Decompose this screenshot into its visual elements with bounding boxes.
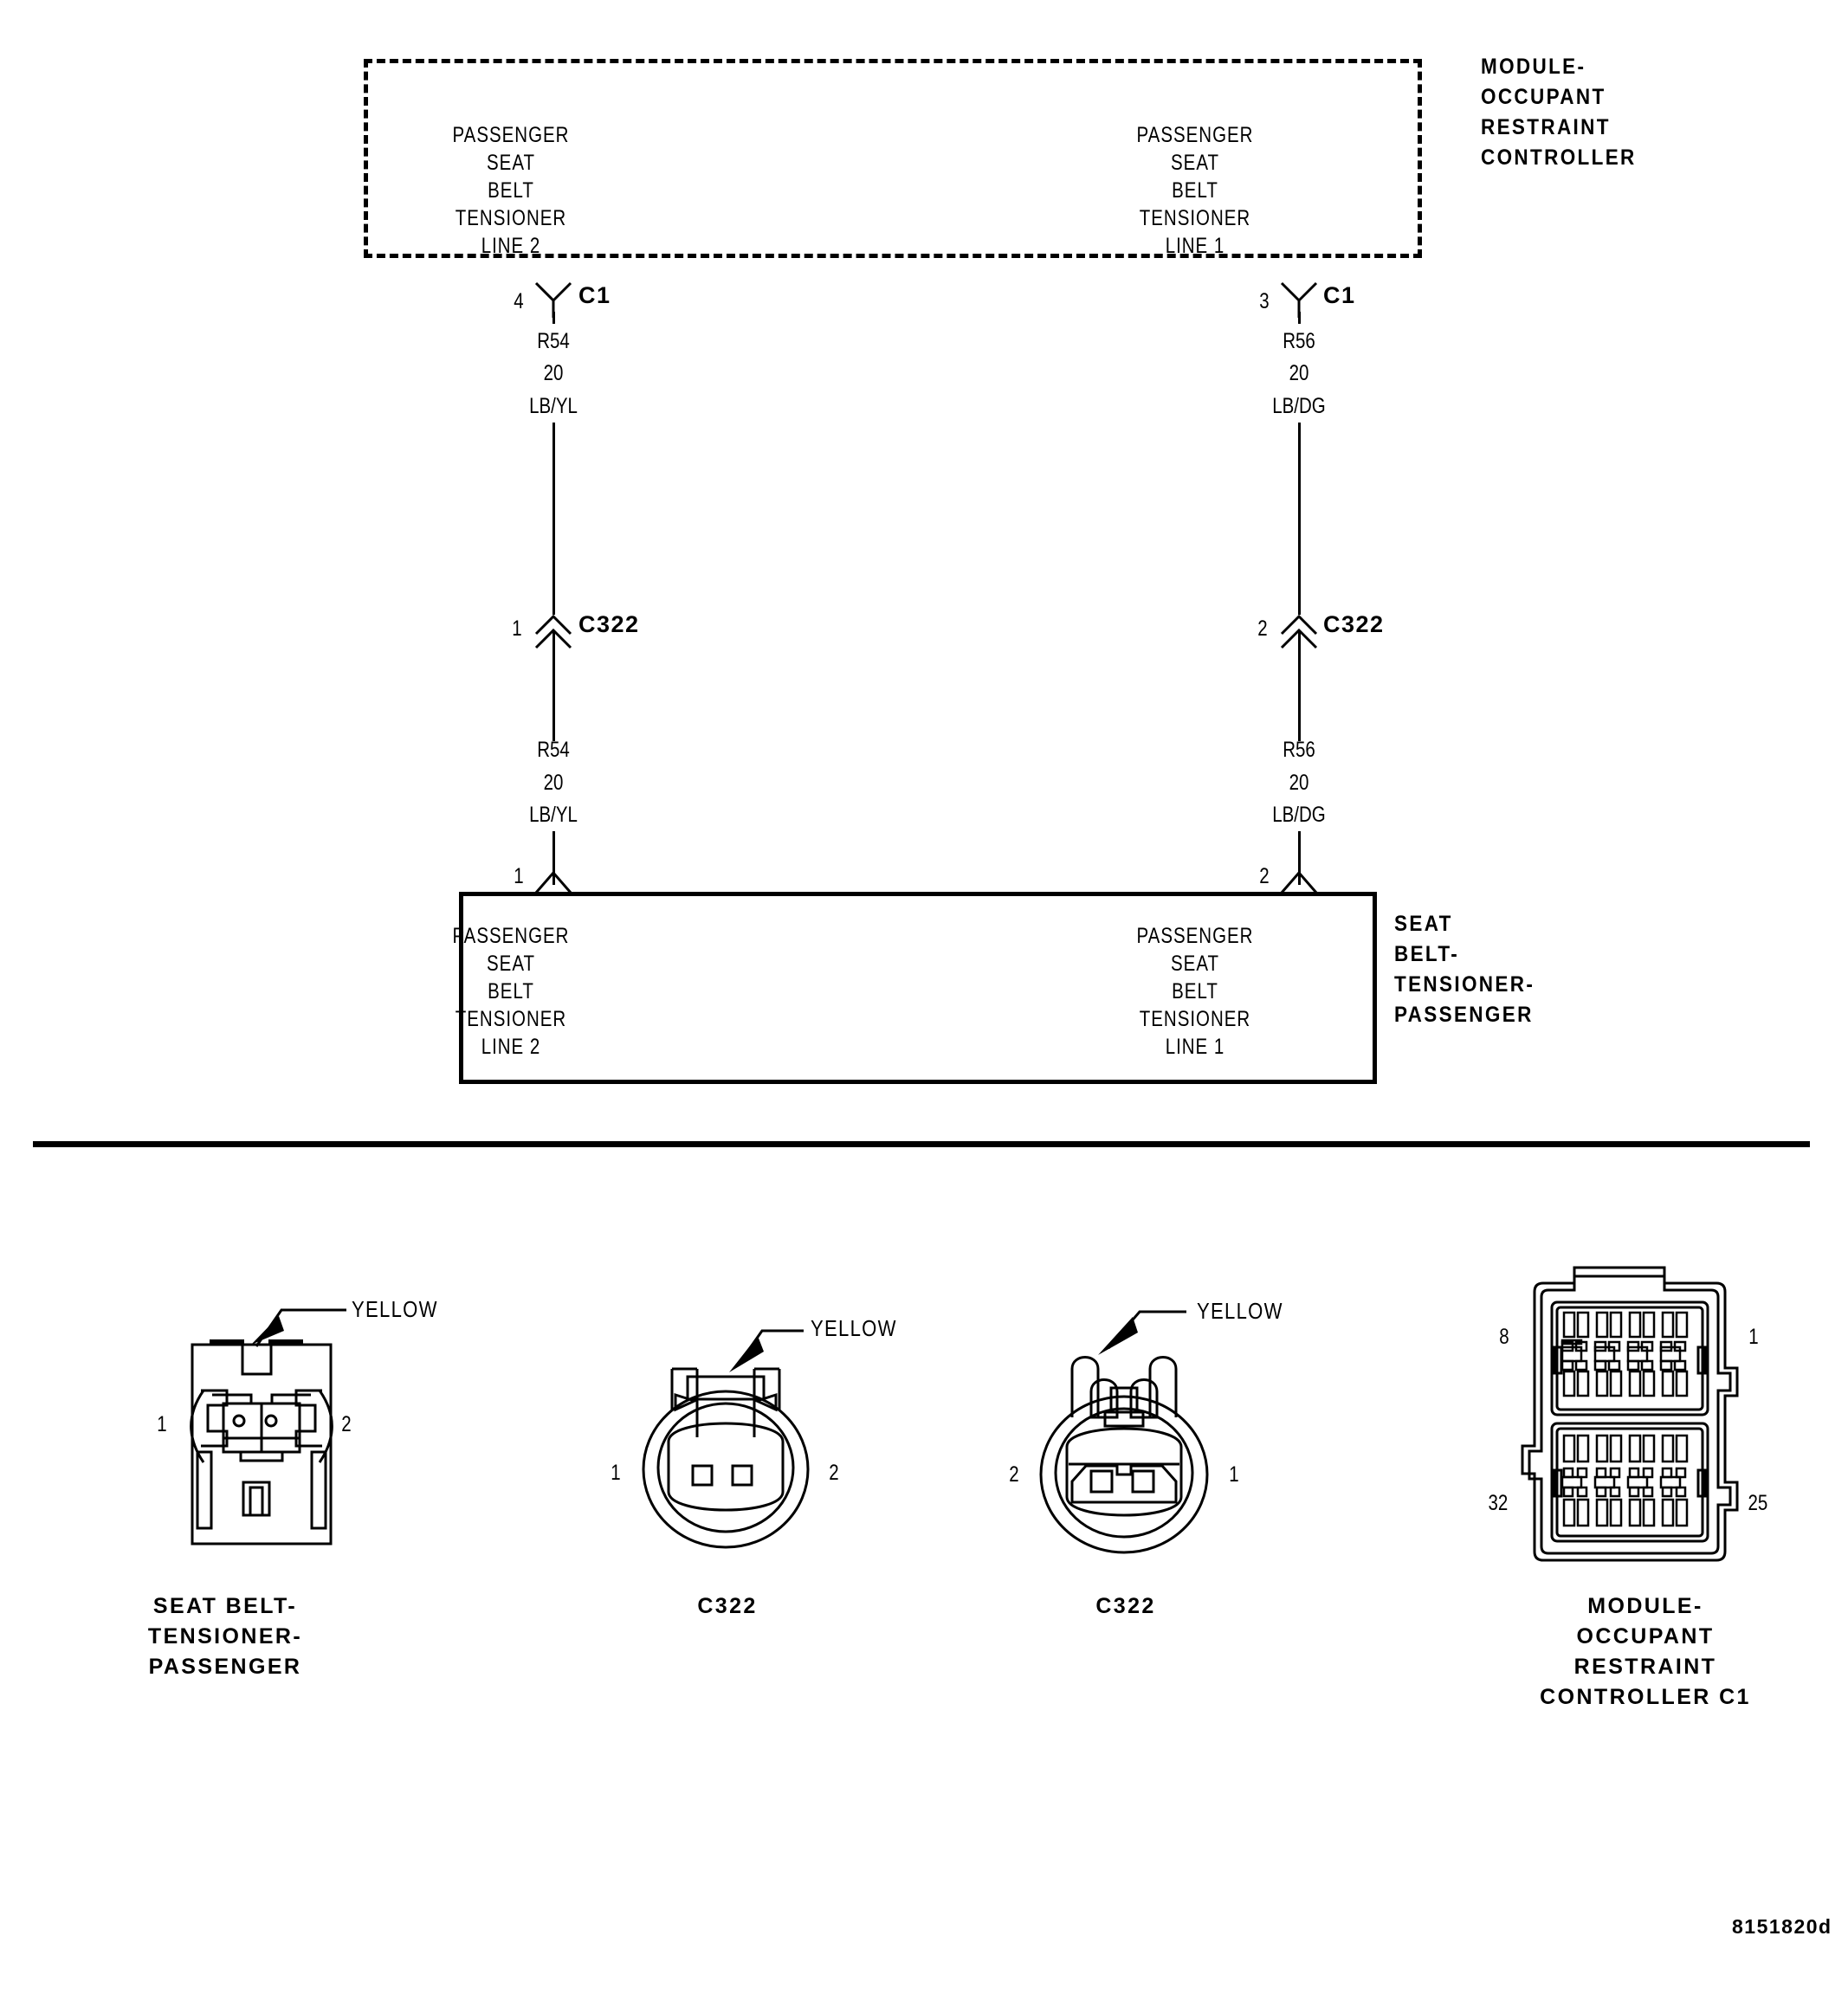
module-c1-bottom-left-pin: 32 xyxy=(1488,1491,1509,1515)
module-left-connector-symbol xyxy=(534,281,572,318)
inline-left-pin-number: 1 xyxy=(512,616,522,641)
wire-right-lower-gauge: 20 xyxy=(1289,771,1309,795)
module-c1-drawing xyxy=(1521,1266,1739,1562)
section-divider xyxy=(33,1141,1810,1147)
wire-right-upper-color: LB/DG xyxy=(1272,394,1326,418)
wire-left-lower-circuit: R54 xyxy=(537,738,570,762)
connector-view-module-c1: 8 1 32 25 xyxy=(1472,1264,1819,1589)
connector-3-left-pin: 2 xyxy=(1009,1462,1019,1487)
inline-left-connector-name: C322 xyxy=(578,611,640,637)
device-left-connector-symbol xyxy=(534,870,572,894)
connector-view-c322-male: YELLOW 1 2 xyxy=(598,1286,944,1602)
module-c1-top-right-pin: 1 xyxy=(1748,1325,1759,1349)
device-right-pin-number: 2 xyxy=(1259,864,1270,888)
yellow-callout-label-2: YELLOW xyxy=(811,1315,897,1341)
device-left-pin-number: 1 xyxy=(514,864,524,888)
wire-right-lower-circuit: R56 xyxy=(1283,738,1315,762)
wire-left-upper-circuit: R54 xyxy=(537,329,570,353)
inline-right-connector-name: C322 xyxy=(1323,611,1385,637)
seat-belt-tensioner-passenger-drawing xyxy=(190,1308,346,1546)
wire-right-segment-lower-top xyxy=(1298,630,1301,741)
wire-left-lower-gauge: 20 xyxy=(543,771,564,795)
wire-left-segment-lower-top xyxy=(552,630,555,741)
wire-right-upper-circuit: R56 xyxy=(1283,329,1315,353)
wire-left-upper-gauge: 20 xyxy=(543,361,564,385)
module-right-terminal-label: PASSENGER SEAT BELT TENSIONER LINE 1 xyxy=(1136,123,1254,258)
device-right-connector-symbol xyxy=(1280,870,1318,894)
wire-right-segment-bottom xyxy=(1298,831,1301,885)
module-right-connector-name: C1 xyxy=(1323,282,1356,308)
module-left-pin-number: 4 xyxy=(514,289,524,313)
device-right-terminal-label: PASSENGER SEAT BELT TENSIONER LINE 1 xyxy=(1136,924,1254,1059)
wire-right-upper-gauge: 20 xyxy=(1289,361,1309,385)
connector-2-caption: C322 xyxy=(697,1594,758,1618)
module-left-terminal-label: PASSENGER SEAT BELT TENSIONER LINE 2 xyxy=(452,123,570,258)
wire-right-lower-color: LB/DG xyxy=(1272,803,1326,827)
module-title: MODULE- OCCUPANT RESTRAINT CONTROLLER xyxy=(1481,55,1637,170)
connector-1-right-pin: 2 xyxy=(341,1412,352,1436)
connector-view-c322-female: YELLOW 2 1 xyxy=(996,1286,1342,1602)
c322-male-drawing xyxy=(642,1329,810,1549)
connector-2-left-pin: 1 xyxy=(611,1461,621,1485)
wire-left-segment-top xyxy=(552,312,555,324)
inline-right-pin-number: 2 xyxy=(1257,616,1268,641)
wire-left-lower-color: LB/YL xyxy=(529,803,578,827)
module-c1-top-left-pin: 8 xyxy=(1499,1325,1509,1349)
connector-view-seat-belt-tensioner-passenger: YELLOW 1 2 xyxy=(130,1268,459,1602)
connector-2-right-pin: 2 xyxy=(829,1461,839,1485)
wire-right-segment-upper xyxy=(1298,423,1301,615)
wire-left-segment-upper xyxy=(552,423,555,615)
connector-3-right-pin: 1 xyxy=(1229,1462,1239,1487)
diagram-reference-number: 8151820d xyxy=(1732,1915,1832,1938)
c322-female-drawing xyxy=(1039,1310,1209,1554)
module-right-connector-symbol xyxy=(1280,281,1318,318)
seat-belt-tensioner-passenger-box xyxy=(459,892,1377,1084)
module-left-connector-name: C1 xyxy=(578,282,611,308)
module-right-pin-number: 3 xyxy=(1259,289,1270,313)
module-occupant-restraint-controller-box xyxy=(364,59,1422,258)
module-c1-bottom-right-pin: 25 xyxy=(1748,1491,1768,1515)
connector-4-caption: MODULE- OCCUPANT RESTRAINT CONTROLLER C1 xyxy=(1540,1594,1751,1709)
wire-right-segment-top xyxy=(1298,312,1301,324)
connector-3-caption: C322 xyxy=(1095,1594,1156,1618)
connector-1-left-pin: 1 xyxy=(157,1412,167,1436)
device-title: SEAT BELT- TENSIONER- PASSENGER xyxy=(1394,912,1535,1027)
yellow-callout-label-3: YELLOW xyxy=(1197,1298,1283,1324)
connector-1-caption: SEAT BELT- TENSIONER- PASSENGER xyxy=(147,1594,303,1679)
device-left-terminal-label: PASSENGER SEAT BELT TENSIONER LINE 2 xyxy=(452,924,570,1059)
yellow-callout-label-1: YELLOW xyxy=(352,1296,438,1322)
wire-left-segment-bottom xyxy=(552,831,555,885)
wire-left-upper-color: LB/YL xyxy=(529,394,578,418)
